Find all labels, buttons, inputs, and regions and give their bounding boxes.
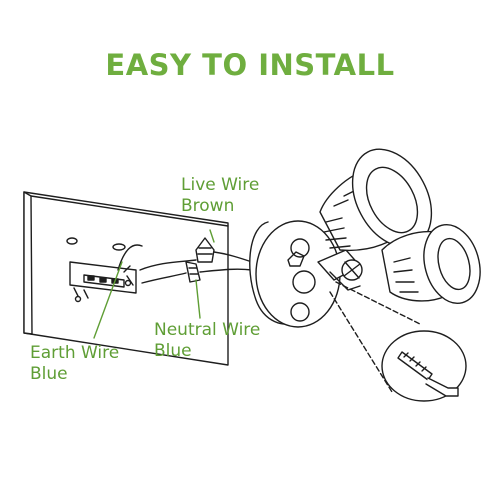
flood-lamp-upper-icon [319, 148, 433, 252]
label-earth-wire-line2: Blue [30, 364, 68, 384]
label-earth-wire: Earth Wire Blue [30, 343, 119, 385]
wire-upper-left [139, 259, 197, 271]
leader-live [209, 229, 215, 243]
label-live-wire-line1: Live Wire [181, 175, 260, 195]
wire-nut-icon [185, 237, 215, 283]
page-title: EASY TO INSTALL [105, 48, 395, 82]
magnifier-detail [381, 330, 467, 402]
leader-neutral [195, 279, 201, 319]
label-neutral-wire-line1: Neutral Wire [154, 320, 261, 340]
leader-earth [93, 261, 123, 339]
swivel-joint-icon [317, 249, 363, 291]
neutral-wire [199, 268, 253, 273]
callout-line-bottom [329, 291, 393, 393]
callout-line-top [335, 281, 421, 325]
live-wire [213, 251, 253, 263]
hex-key-icon [425, 377, 459, 397]
label-neutral-wire-line2: Blue [154, 341, 192, 361]
label-live-wire: Live Wire Brown [181, 175, 259, 217]
mounting-plate-icon [249, 220, 341, 328]
label-earth-wire-line1: Earth Wire [30, 343, 120, 363]
earth-wire [117, 244, 143, 271]
label-live-wire-line2: Brown [181, 196, 235, 216]
flood-lamp-lower-icon [381, 224, 481, 304]
label-neutral-wire: Neutral Wire Blue [154, 320, 260, 362]
wire-lower-left [141, 272, 187, 284]
